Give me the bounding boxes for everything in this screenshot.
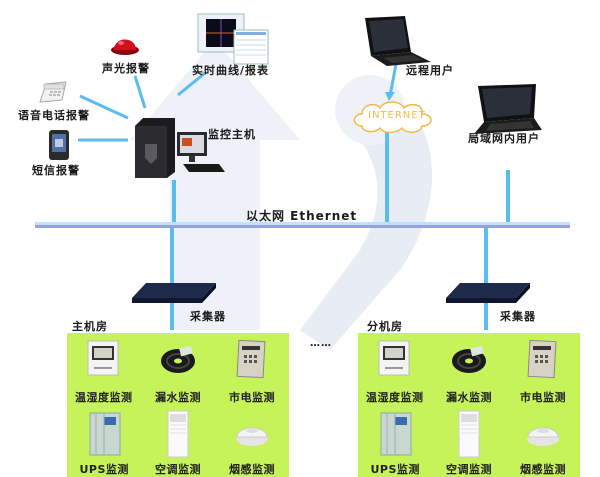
label-monitoring-host: 监控主机 xyxy=(208,128,256,141)
link-lan-bus xyxy=(506,170,510,224)
laptop-icon xyxy=(365,16,431,66)
link-remote-internet xyxy=(388,63,398,97)
siren-icon xyxy=(111,39,139,55)
device-label: 漏水监测 xyxy=(446,391,492,404)
link-host-bus xyxy=(172,180,176,224)
alarm-links xyxy=(78,63,398,142)
device-label: 空调监测 xyxy=(446,463,492,476)
device-label: 温湿度监测 xyxy=(366,391,424,404)
device-label: 漏水监测 xyxy=(155,391,201,404)
room-title-branch: 分机房 xyxy=(367,320,403,333)
power-meter-icon xyxy=(527,339,557,379)
link-bus-collector2 xyxy=(484,226,488,330)
device-label: 烟感监测 xyxy=(520,463,566,476)
telephone-icon xyxy=(39,81,67,103)
smoke-detector-icon xyxy=(527,427,559,446)
room-title-main: 主机房 xyxy=(72,320,108,333)
power-meter-icon xyxy=(236,339,266,379)
collector-device-icon xyxy=(132,283,216,303)
device-label: UPS监测 xyxy=(79,463,129,476)
device-label: 市电监测 xyxy=(520,391,566,404)
link-bus-collector1 xyxy=(170,226,174,330)
laptop-icon xyxy=(474,84,542,134)
label-realtime-curve-report: 实时曲线/报表 xyxy=(192,64,270,77)
collector-device-icon xyxy=(446,283,530,303)
label-remote-user: 远程用户 xyxy=(406,64,454,77)
internet-cloud-icon xyxy=(353,101,432,134)
ethernet-bus xyxy=(35,222,570,228)
thermo-hygrometer-icon xyxy=(87,340,119,376)
device-label: 市电监测 xyxy=(229,391,275,404)
link-internet-bus xyxy=(385,130,389,224)
link-realtime xyxy=(177,71,206,97)
label-lan-user: 局域网内用户 xyxy=(468,132,540,145)
thermo-hygrometer-icon xyxy=(378,340,410,376)
device-label: UPS监测 xyxy=(370,463,420,476)
smoke-detector-icon xyxy=(236,427,268,446)
device-label: 空调监测 xyxy=(155,463,201,476)
water-leak-cable-icon xyxy=(161,345,195,373)
label-sound-light-alarm: 声光报警 xyxy=(102,62,150,75)
air-conditioner-icon xyxy=(167,410,189,458)
label-voice-phone-alarm: 语音电话报警 xyxy=(18,109,90,122)
air-conditioner-icon xyxy=(458,410,480,458)
link-voice-alarm xyxy=(79,94,129,120)
device-label: 烟感监测 xyxy=(229,463,275,476)
label-collector-1: 采集器 xyxy=(190,310,226,323)
water-leak-cable-icon xyxy=(452,345,486,373)
label-internet: INTERNET xyxy=(368,110,426,121)
ethernet-label: 以太网 Ethernet xyxy=(246,209,358,223)
software-screenshot-icon xyxy=(197,13,269,65)
ups-cabinet-icon xyxy=(89,412,121,456)
arrow-icon xyxy=(385,92,395,101)
label-collector-2: 采集器 xyxy=(500,310,536,323)
label-sms-alarm: 短信报警 xyxy=(32,164,80,177)
ellipsis: …… xyxy=(310,338,332,349)
link-sound-alarm xyxy=(133,75,147,109)
desktop-computer-icon xyxy=(135,118,225,178)
device-label: 温湿度监测 xyxy=(75,391,133,404)
ups-cabinet-icon xyxy=(380,412,412,456)
mobile-phone-icon xyxy=(49,130,69,160)
